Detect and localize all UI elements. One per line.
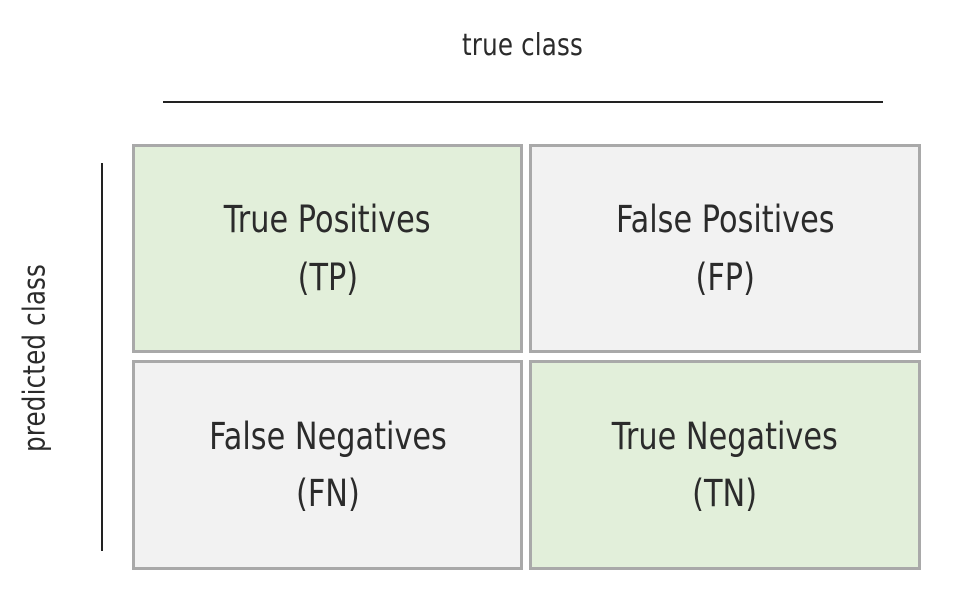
false-negatives-cell: False Negatives (FN) [132, 360, 523, 570]
true-negatives-label: True Negatives [611, 414, 839, 458]
true-class-rule [163, 101, 883, 103]
true-positives-cell: True Positives (TP) [132, 144, 523, 353]
false-positives-label: False Positives [615, 198, 835, 242]
predicted-class-rule [101, 163, 103, 551]
true-class-label: true class [461, 28, 584, 63]
true-positives-abbr: (TP) [297, 255, 358, 299]
false-positives-cell: False Positives (FP) [529, 144, 921, 353]
predicted-class-label: predicted class [17, 263, 53, 453]
true-negatives-abbr: (TN) [692, 472, 758, 515]
false-negatives-abbr: (FN) [295, 472, 360, 515]
true-positives-label: True Positives [224, 198, 431, 242]
false-positives-abbr: (FP) [695, 255, 755, 299]
true-negatives-cell: True Negatives (TN) [529, 360, 921, 570]
false-negatives-label: False Negatives [208, 414, 447, 458]
